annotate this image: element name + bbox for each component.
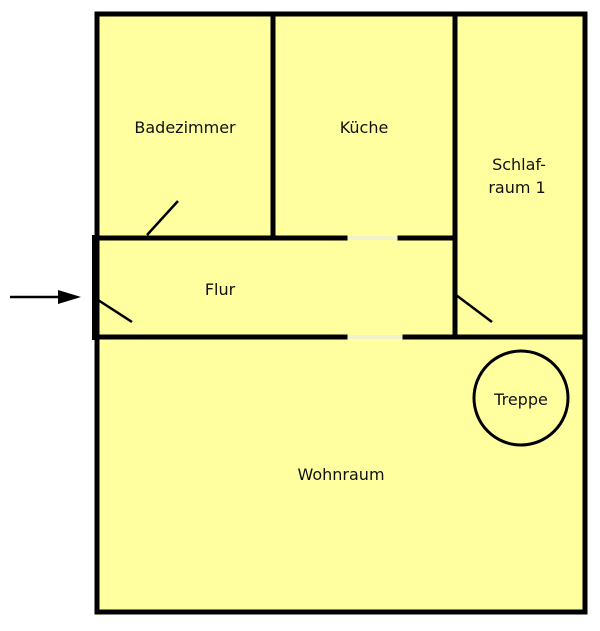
entrance-door <box>97 298 133 324</box>
label-living-room: Wohnraum <box>297 465 384 484</box>
stairs-circle <box>472 349 570 447</box>
label-bedroom-line1: Schlaf- <box>492 155 546 174</box>
living-room-passage <box>345 335 405 339</box>
bathroom-door <box>146 200 179 236</box>
label-stairs: Treppe <box>493 390 548 409</box>
label-hallway: Flur <box>205 280 236 299</box>
label-bedroom-line2: raum 1 <box>488 178 545 197</box>
label-bathroom: Badezimmer <box>134 118 236 137</box>
kitchen-passage <box>345 236 400 240</box>
entrance-arrow-icon <box>58 290 81 304</box>
floor-area <box>97 14 585 612</box>
bedroom-door <box>455 294 493 323</box>
label-kitchen: Küche <box>340 118 389 137</box>
